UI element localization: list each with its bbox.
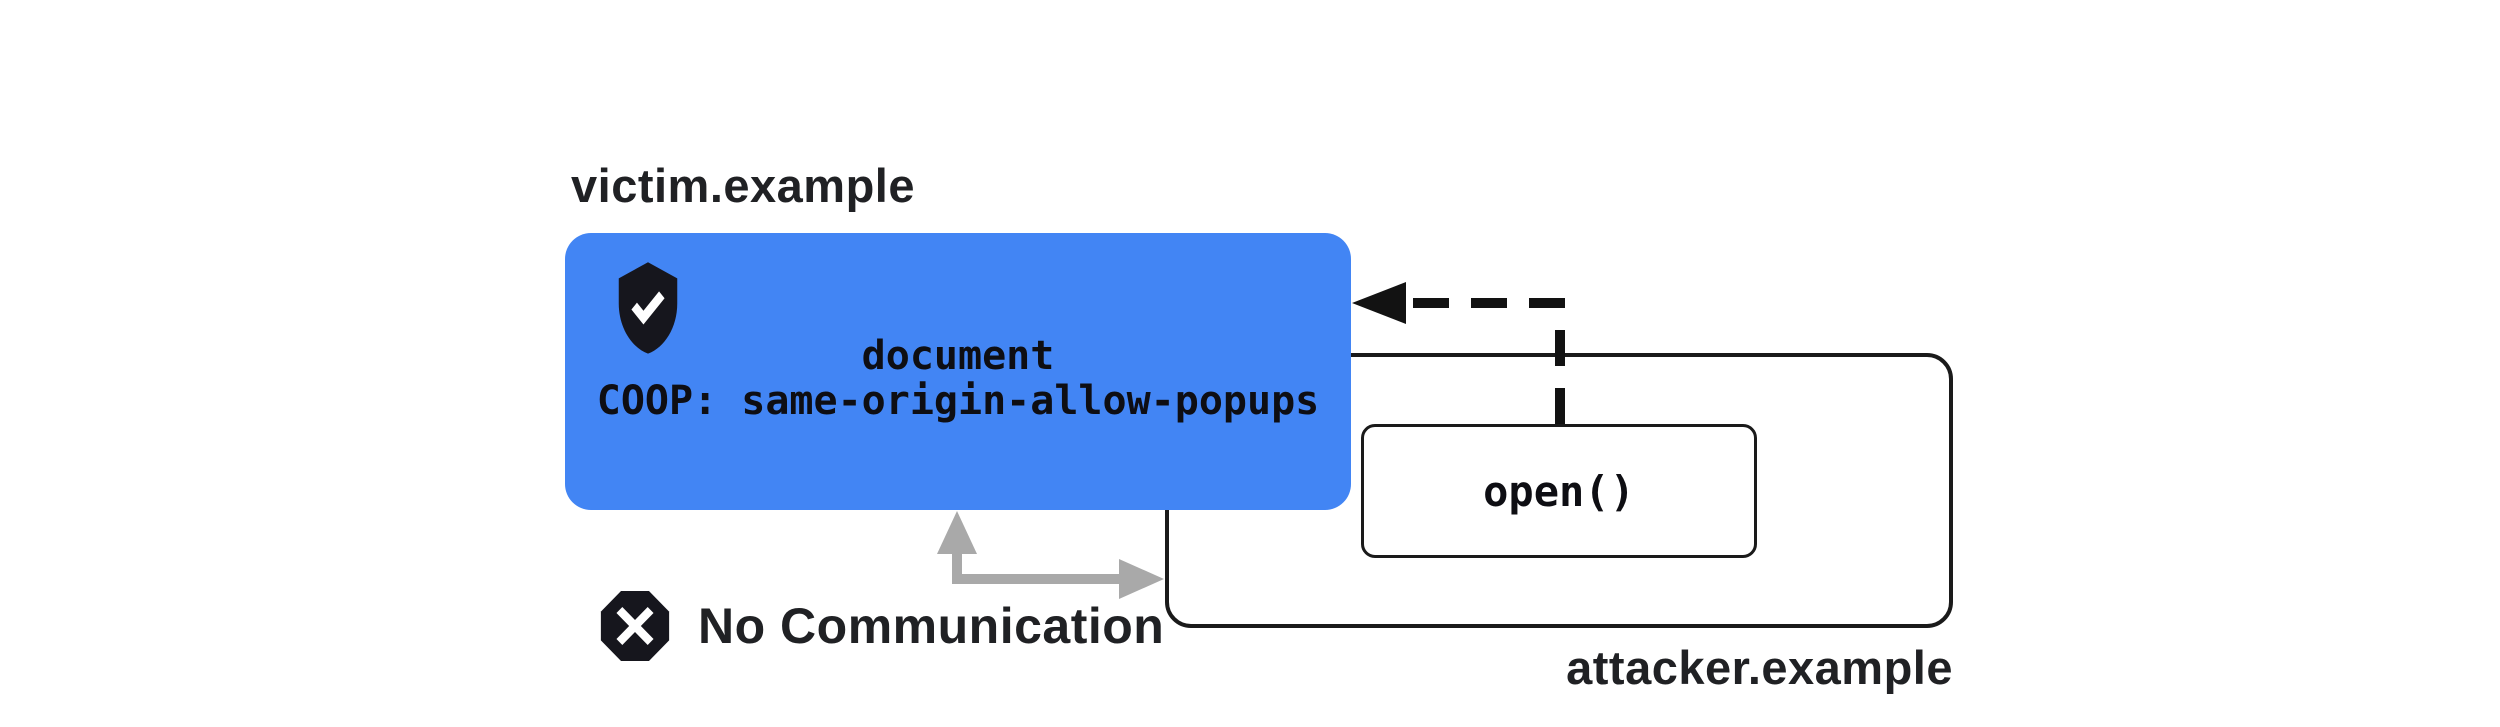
blocked-communication-arrowhead-up	[937, 511, 977, 554]
shield-check-icon	[609, 259, 687, 356]
blocked-octagon-icon	[596, 586, 674, 666]
victim-domain-label: victim.example	[571, 159, 916, 212]
open-call-label: open()	[1483, 466, 1635, 516]
victim-document-text: document COOP: same-origin-allow-popups	[565, 334, 1351, 424]
no-communication-label: No Communication	[698, 598, 1165, 654]
victim-document-box: document COOP: same-origin-allow-popups	[565, 233, 1351, 510]
dashed-opener-arrowhead	[1352, 282, 1406, 324]
attacker-domain-label: attacker.example	[1566, 641, 1953, 694]
no-communication-status: No Communication	[596, 586, 1164, 666]
open-call-box: open()	[1361, 424, 1757, 558]
coop-header-label: COOP: same-origin-allow-popups	[596, 378, 1320, 424]
blocked-communication-line	[952, 540, 1130, 584]
document-label: document	[861, 333, 1055, 379]
